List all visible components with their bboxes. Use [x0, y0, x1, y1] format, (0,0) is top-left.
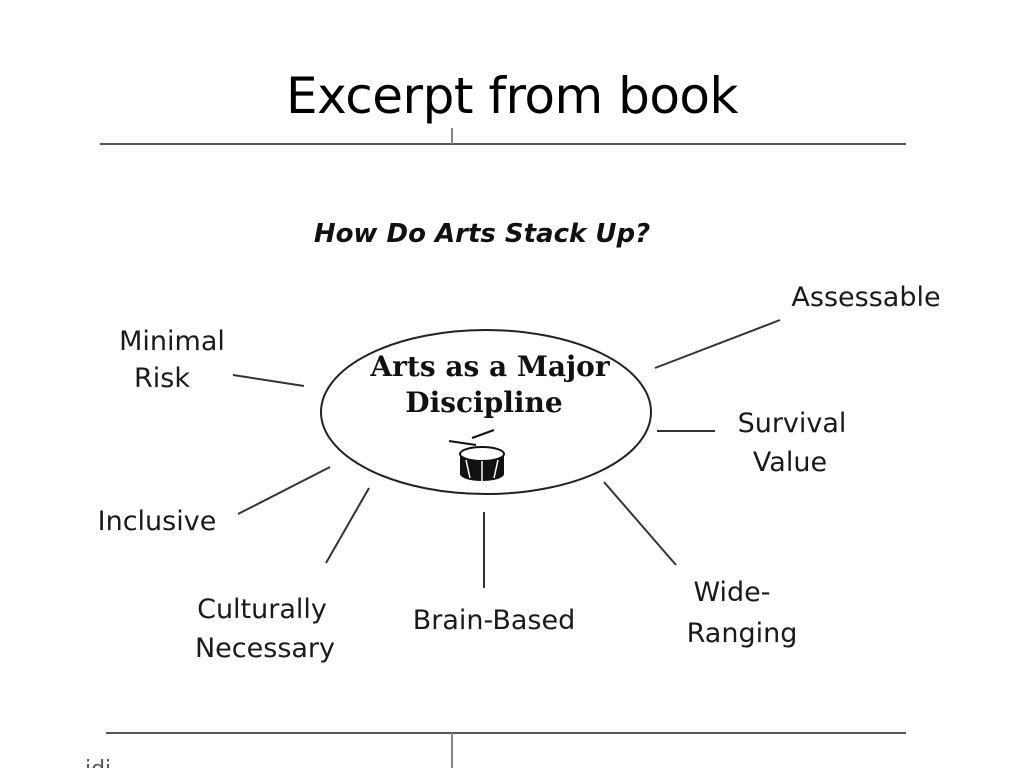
- node-brain-based: Brain-Based: [413, 605, 575, 636]
- connector-inclusive: [237, 466, 331, 515]
- center-label-line-2: Discipline: [405, 386, 562, 419]
- node-culturally-necessary-line-2: Necessary: [195, 633, 335, 664]
- node-wide-ranging-line-1: Wide-: [693, 577, 770, 608]
- node-wide-ranging-line-2: Ranging: [687, 618, 798, 649]
- connector-wide-ranging: [603, 481, 677, 566]
- slide-title: Excerpt from book: [286, 67, 738, 125]
- node-survival-value-line-2: Value: [753, 447, 827, 478]
- connector-assessable: [654, 319, 781, 369]
- node-assessable: Assessable: [791, 282, 940, 313]
- connector-culturally-necessary: [325, 487, 370, 564]
- center-label-line-1: Arts as a Major: [369, 350, 610, 383]
- node-survival-value-line-1: Survival: [738, 408, 847, 439]
- diagram-heading: How Do Arts Stack Up?: [314, 219, 650, 249]
- node-minimal-risk-line-1: Minimal: [119, 326, 225, 357]
- node-culturally-necessary-line-1: Culturally: [197, 594, 327, 625]
- node-inclusive: Inclusive: [98, 506, 217, 537]
- cutoff-text: ...idi...: [64, 757, 132, 768]
- node-minimal-risk-line-2: Risk: [134, 363, 190, 394]
- connector-minimal-risk: [232, 374, 305, 387]
- snare-drum-icon: [448, 429, 505, 481]
- center-ellipse: [320, 329, 652, 495]
